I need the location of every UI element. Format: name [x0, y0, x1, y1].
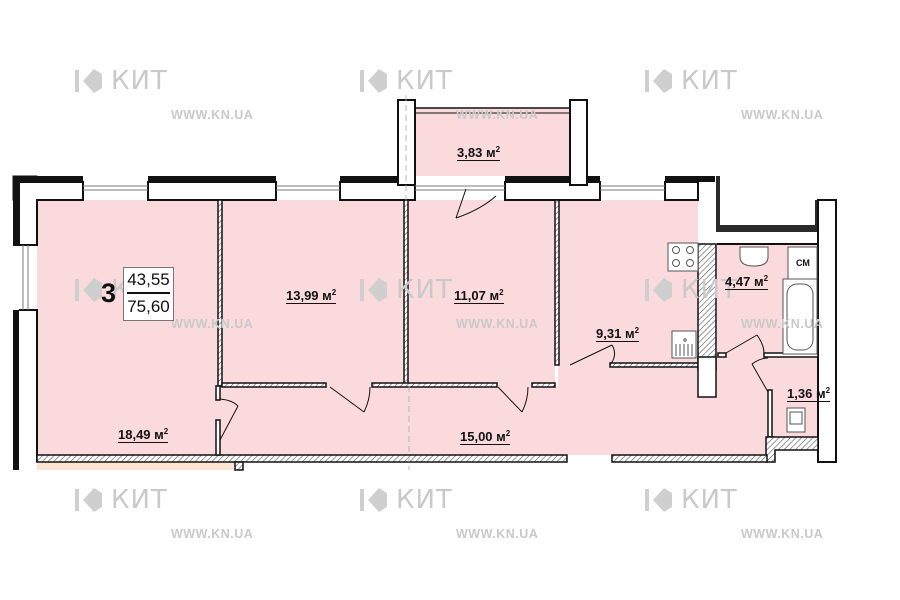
living-area: 43,55	[127, 270, 170, 289]
room-label-hallway: 15,00 м2	[460, 429, 511, 445]
room-label-bedroom-1: 13,99 м2	[286, 288, 337, 304]
washing-machine-label: СМ	[796, 258, 810, 268]
total-area: 75,60	[127, 296, 170, 316]
bathroom-fixtures	[739, 246, 818, 433]
outer-walls	[12, 99, 837, 470]
room-label-bathroom: 4,47 м2	[725, 274, 769, 290]
adjacent-fill	[37, 462, 235, 470]
living-room-fill	[37, 200, 218, 455]
hallway-ext-fill	[558, 365, 718, 395]
doors	[219, 188, 769, 441]
area-divider	[127, 292, 170, 294]
rooms-count: 3	[101, 278, 117, 308]
stove-icon	[667, 242, 699, 272]
area-summary-box: 43,55 75,60	[123, 267, 174, 321]
room-label-toilet: 1,36 м2	[787, 386, 831, 402]
bedroom-2-fill	[407, 200, 555, 386]
axis-lines	[405, 95, 410, 470]
interior-walls	[36, 199, 819, 471]
windows	[22, 185, 665, 310]
sink-icon	[671, 330, 697, 359]
room-label-balcony: 3,83 м2	[457, 145, 501, 161]
washbasin-icon	[739, 246, 769, 267]
corridor-fill	[717, 357, 770, 457]
room-label-kitchen: 9,31 м2	[596, 326, 640, 342]
room-fills	[37, 108, 818, 470]
balcony-fill	[415, 108, 571, 176]
room-label-living-room: 18,49 м2	[118, 427, 169, 443]
room-label-bedroom-2: 11,07 м2	[454, 288, 504, 304]
hallway-fill	[218, 386, 766, 455]
